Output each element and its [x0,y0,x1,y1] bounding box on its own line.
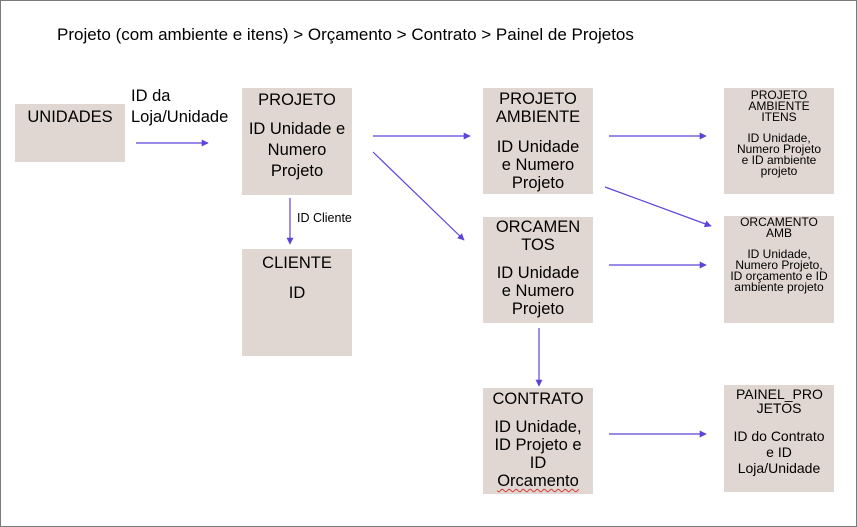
node-orcamentos-body: ID Unidade e Numero Projeto [496,264,580,318]
node-projeto-ambiente-body: ID Unidade e Numero Projeto [496,138,580,192]
node-contrato: CONTRATO ID Unidade, ID Projeto e ID Orc… [483,388,593,494]
node-cliente-body: ID [288,284,306,302]
node-cliente: CLIENTE ID [242,249,352,356]
node-projeto: PROJETO ID Unidade e Numero Projeto [242,88,352,195]
node-contrato-title: CONTRATO [492,390,584,408]
node-contrato-body-orcamento: Orcamento [497,472,579,490]
node-painel-projetos: PAINEL_PRO JETOS ID do Contrato e ID Loj… [724,385,834,492]
node-painel-projetos-body: ID do Contrato e ID Loja/Unidade [733,428,825,476]
node-orcamentos: ORCAMEN TOS ID Unidade e Numero Projeto [483,217,593,323]
edge-label-id-loja-unidade: ID da Loja/Unidade [131,87,229,126]
node-orcamento-amb-body: ID Unidade, Numero Projeto, ID orçamento… [730,247,828,294]
edge-projeto-ambiente-orcamento-amb [604,186,712,228]
node-projeto-ambiente-itens: PROJETO AMBIENTE ITENS ID Unidade, Numer… [724,88,834,194]
edge-projeto-orcamentos [372,151,465,241]
node-projeto-title: PROJETO [258,91,336,109]
edge-label-id-cliente: ID Cliente [297,211,352,225]
node-projeto-ambiente-itens-title: PROJETO AMBIENTE ITENS [748,88,810,124]
node-projeto-body: ID Unidade e Numero Projeto [248,120,346,180]
node-orcamento-amb: ORCAMENTO AMB ID Unidade, Numero Projeto… [724,216,834,323]
node-orcamento-amb-title: ORCAMENTO AMB [740,215,818,240]
node-projeto-ambiente-itens-body: ID Unidade, Numero Projeto e ID ambiente… [736,131,822,178]
node-painel-projetos-title: PAINEL_PRO JETOS [736,386,823,416]
node-projeto-ambiente-title: PROJETO AMBIENTE [495,90,581,126]
node-cliente-title: CLIENTE [262,254,332,272]
node-unidades: UNIDADES [15,104,125,162]
node-contrato-body: ID Unidade, ID Projeto e ID [494,418,582,472]
diagram-title: Projeto (com ambiente e itens) > Orçamen… [57,25,634,44]
node-projeto-ambiente: PROJETO AMBIENTE ID Unidade e Numero Pro… [483,88,593,194]
node-unidades-label: UNIDADES [27,108,113,126]
node-orcamentos-title: ORCAMEN TOS [495,218,581,254]
